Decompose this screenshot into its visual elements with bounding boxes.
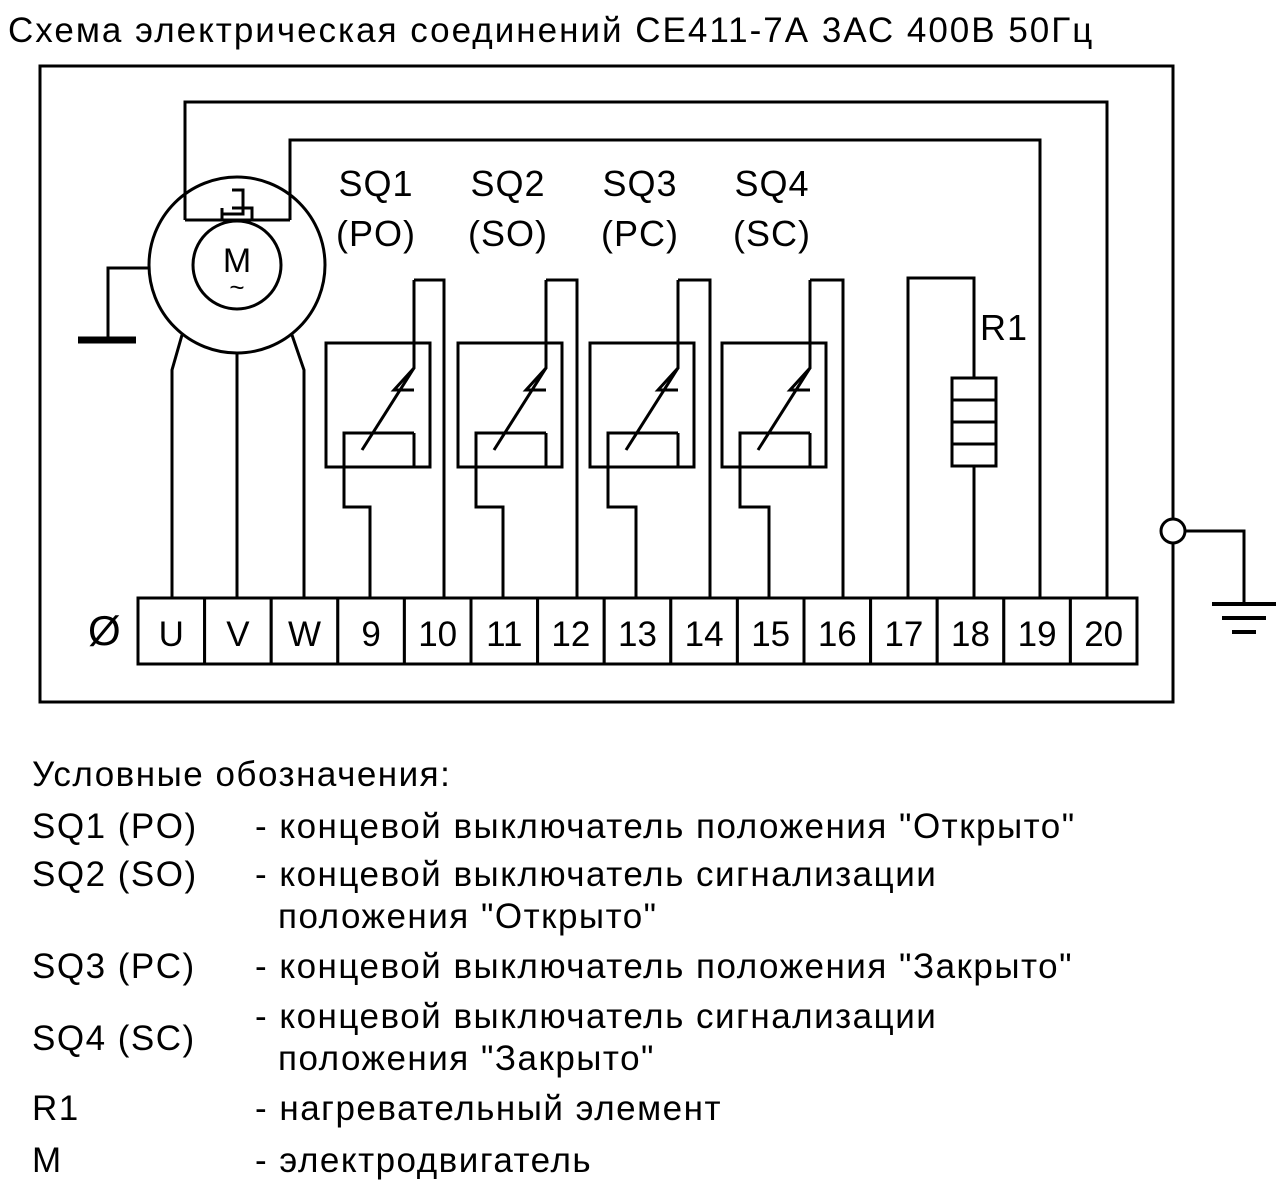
switch-blade-icon [360,367,416,451]
terminal-cell [136,596,207,666]
enclosure-frame [38,64,1175,704]
switch-code: (SO) [468,213,548,254]
switch-housing [720,341,828,469]
terminal-label: 15 [751,615,790,654]
terminal-cell [602,596,673,666]
switch-common-wire [810,278,845,598]
motor-ac-symbol: ~ [229,272,244,302]
ground-icon [1212,602,1276,634]
terminal-label: 10 [418,615,457,654]
terminal-label: W [288,615,321,654]
switch-actuator-icon [390,280,416,392]
switch-id: SQ1 [338,163,413,204]
legend-key: SQ2 (SO) [32,855,198,894]
switch-code: (PO) [336,213,416,254]
terminal-label: 19 [1018,615,1057,654]
diagram-title: Схема электрическая соединений СЕ411-7А … [8,11,1094,50]
terminal-cell [269,596,340,666]
switch-blade-icon [492,367,548,451]
terminal-label: 14 [685,615,724,654]
legend-key: SQ4 (SC) [32,1019,196,1058]
terminal-label: U [159,615,184,654]
switch-common-wire [678,278,712,598]
legend-description: - концевой выключатель сигнализации [255,855,937,894]
ground-terminal-icon [1159,517,1187,545]
switch-blade-icon [756,367,812,451]
switch-contact-wire [738,431,810,598]
terminal-cell [536,596,606,666]
terminal-cell [469,596,540,666]
legend-description: - нагревательный элемент [255,1089,722,1128]
heater-r1: R1 [906,276,1028,598]
switch-code: (PC) [601,213,679,254]
motor: M ~ [147,175,327,355]
terminal-cell [203,596,273,666]
terminal-label: 18 [951,615,990,654]
legend-description: - концевой выключатель положения "Закрыт… [255,947,1073,986]
limit-switch: SQ4 (SC) [720,163,845,598]
switch-code: (SC) [733,213,811,254]
motor-letter: M [223,242,251,280]
legend-key: R1 [32,1089,80,1128]
switch-housing [588,341,696,469]
switch-id: SQ2 [470,163,545,204]
legend-description: - концевой выключатель сигнализации [255,997,937,1036]
switch-actuator-icon [654,280,680,392]
switch-common-wire [414,278,446,598]
legend-description: - электродвигатель [255,1141,592,1180]
switch-housing [324,341,432,469]
limit-switches: SQ1 (PO) SQ2 (SO) SQ3 (PC) SQ4 (SC) [324,163,845,598]
terminal-label: 20 [1084,615,1123,654]
terminal-cell [336,596,406,666]
terminal-label: 11 [486,615,522,654]
switch-common-wire [546,278,579,598]
terminal-cell [669,596,739,666]
switch-id: SQ4 [734,163,809,204]
wire-phase-w [290,334,306,598]
terminal-label: 16 [818,615,857,654]
ground-wire [1185,529,1246,602]
wire-thermal-to-20 [183,100,1109,600]
switch-id: SQ3 [602,163,677,204]
switch-contact-wire [342,431,414,598]
wire-phase-u [170,334,184,598]
switch-contact-wire [606,431,678,598]
terminal-label: 13 [618,615,657,654]
switch-actuator-icon [522,280,548,392]
terminal-cell [869,596,939,666]
motor-earth-wire [106,266,150,340]
limit-switch: SQ3 (PC) [588,163,712,598]
terminal-label: V [226,615,250,654]
legend-description: положения "Закрыто" [278,1039,655,1078]
switch-blade-icon [624,367,680,451]
terminal-label: 12 [551,615,590,654]
switch-housing [456,341,564,469]
legend-key: SQ1 (PO) [32,807,198,846]
terminal-label: 9 [361,615,380,654]
terminal-label: 17 [884,615,923,654]
legend-heading: Условные обозначения: [32,755,451,794]
switch-contact-wire [474,431,546,598]
wire-thermal-to-19 [288,138,1042,600]
limit-switch: SQ2 (SO) [456,163,579,598]
legend: Условные обозначения: SQ1 (PO) - концевой … [32,755,1076,1180]
legend-description: - концевой выключатель положения "Открыт… [255,807,1076,846]
thermal-switch-icon [220,188,254,220]
legend-description: положения "Открыто" [278,897,658,936]
heater-label: R1 [980,307,1028,348]
legend-key: SQ3 (PC) [32,947,196,986]
terminal-cell [1068,596,1139,666]
legend-key: M [32,1141,63,1180]
terminal-earth-symbol: Ø [88,607,121,654]
switch-actuator-icon [786,280,812,392]
terminal-cell [1002,596,1072,666]
limit-switch: SQ1 (PO) [324,163,446,598]
